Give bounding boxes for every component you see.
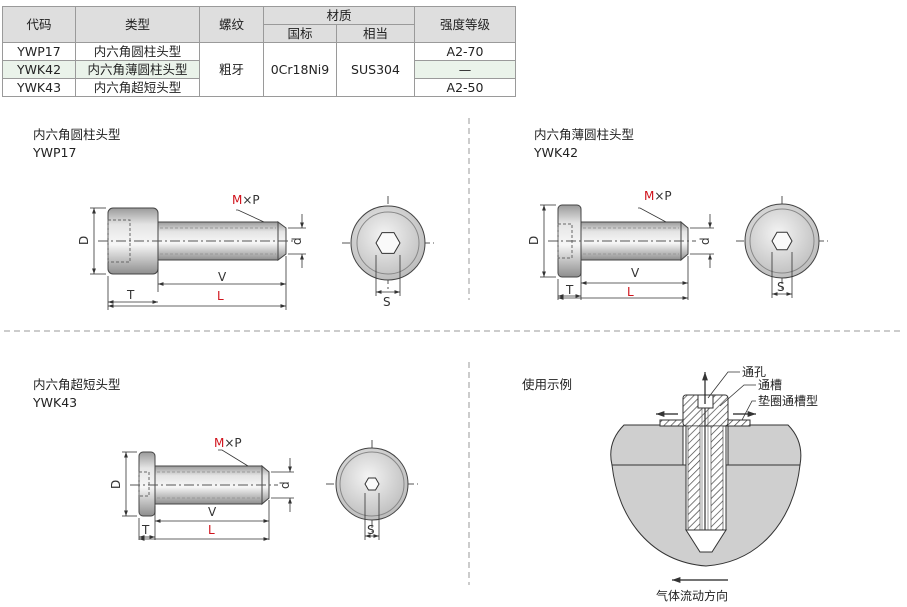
callout-through-hole: 通孔 [742,365,766,379]
ywp17-end-view [342,196,434,296]
ywk43-dimensions [122,449,294,541]
callout-washer-groove: 垫圈通槽型 [758,393,818,408]
caption-ywk43-code: YWK43 [33,395,78,410]
dim-d: d [698,237,712,245]
dim-thread: M×P [644,189,672,203]
ywk43-end-view [326,440,418,540]
header-material: 材质 [263,6,415,25]
dim-L: L [208,523,215,537]
header-material-equiv: 相当 [336,24,415,43]
dim-S: S [367,523,375,537]
dim-T: T [141,523,150,537]
ywk42-end-view [736,196,828,298]
gas-flow-label: 气体流动方向 [656,588,728,603]
dim-d: d [290,237,304,245]
dim-T: T [126,288,135,302]
callout-through-groove: 通槽 [758,378,782,392]
table-row: YWK43 内六角超短头型 A2-50 [2,78,516,97]
caption-ywk42-code: YWK42 [534,145,579,160]
usage-example-drawing [610,371,802,583]
ywp17-dimensions [90,207,306,310]
cell-strength: — [414,60,516,79]
spec-table: 代码 类型 螺纹 材质 强度等级 国标 相当 YWP17 内六角圆柱头型 粗牙 … [2,6,516,97]
caption-ywk43-name: 内六角超短头型 [33,377,121,392]
dim-xP: ×P [224,436,241,450]
table-row: YWK42 内六角薄圆柱头型 — [2,60,516,79]
cell-material-equiv: SUS304 [336,42,415,97]
dim-D: D [527,236,541,245]
dim-d: d [278,481,292,489]
cell-strength: A2-50 [414,78,516,97]
dim-xP: ×P [654,189,671,203]
caption-ywp17-code: YWP17 [33,145,77,160]
table-row: YWP17 内六角圆柱头型 粗牙 0Cr18Ni9 SUS304 A2-70 [2,42,516,97]
cell-code: YWK43 [2,78,76,97]
dim-M: M [232,193,242,207]
dim-S: S [777,280,785,294]
dim-V: V [631,266,640,280]
dim-V: V [208,505,217,519]
dim-xP: ×P [242,193,259,207]
header-strength: 强度等级 [414,6,516,43]
ywk42-dimensions [540,204,714,300]
dim-thread: M×P [214,436,242,450]
dim-thread: M×P [232,193,260,207]
cell-type: 内六角薄圆柱头型 [75,60,200,79]
dim-V: V [218,270,227,284]
ywk43-side-view [130,451,278,517]
cell-code: YWP17 [2,42,76,61]
dim-M: M [214,436,224,450]
dim-D: D [109,480,123,489]
caption-usage-title: 使用示例 [522,377,573,392]
cell-strength: A2-70 [414,42,516,61]
cell-material-gb: 0Cr18Ni9 [263,42,337,97]
ywk42-side-view [548,204,696,278]
dim-L: L [217,289,224,303]
dim-S: S [383,295,391,309]
dim-L: L [627,285,634,299]
cell-thread: 粗牙 [199,42,264,97]
dim-T: T [565,283,574,297]
header-code: 代码 [2,6,76,43]
cell-type: 内六角超短头型 [75,78,200,97]
caption-ywk42-name: 内六角薄圆柱头型 [534,127,635,142]
caption-ywp17-name: 内六角圆柱头型 [33,127,121,142]
dim-D: D [77,236,91,245]
dim-M: M [644,189,654,203]
ywp17-side-view [98,207,294,275]
